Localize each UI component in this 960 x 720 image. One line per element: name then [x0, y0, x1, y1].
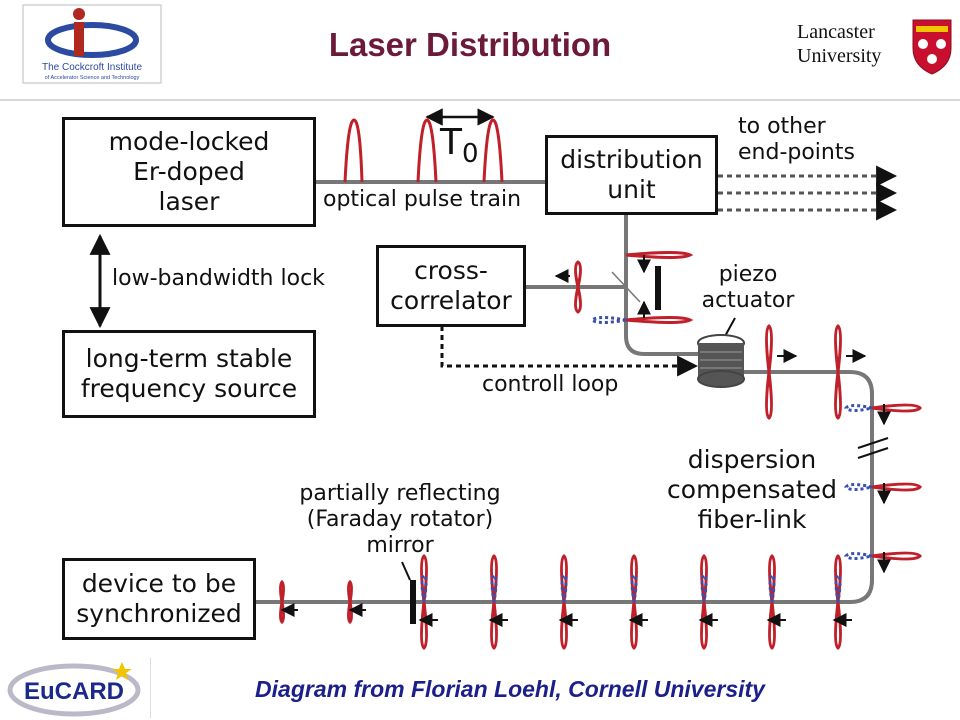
box-device-to-sync: device to be synchronized	[62, 558, 256, 640]
cockcroft-logo-dot	[73, 8, 85, 20]
box-mode-locked-laser: mode-locked Er-doped laser	[62, 117, 316, 227]
control-loop-label: controll loop	[482, 372, 619, 397]
slide-title: Laser Distribution	[328, 26, 612, 63]
eucard-logo: EuCARD	[7, 662, 141, 717]
fiber-break	[857, 447, 889, 459]
mirror-label: partially reflecting (Faraday rotator) m…	[299, 481, 501, 558]
lancaster-logo-line1: Lancaster	[797, 21, 875, 43]
train-pulse	[482, 118, 504, 183]
train-pulse	[416, 118, 438, 183]
mirror-pointer	[401, 561, 411, 581]
lancaster-logo-line2: University	[797, 45, 881, 67]
cockcroft-logo-bar	[74, 22, 84, 56]
lancaster-logo: Lancaster University	[797, 19, 952, 75]
low-bandwidth-lock-label: low-bandwidth lock	[112, 266, 325, 291]
cockcroft-logo-frame	[22, 4, 162, 84]
piezo-actuator-label: piezo actuator	[701, 262, 795, 313]
cockcroft-logo-name: The Cockcroft Institute	[42, 62, 142, 73]
lancaster-shield-icon	[912, 19, 952, 75]
pulse-train-label: optical pulse train	[323, 187, 522, 212]
cockcroft-logo-ring	[45, 22, 139, 58]
box-frequency-source: long-term stable frequency source	[62, 330, 316, 418]
box-distribution-unit: distribution unit	[545, 135, 718, 215]
eucard-logo-ring	[7, 663, 141, 717]
slide-caption: Diagram from Florian Loehl, Cornell Univ…	[255, 676, 765, 702]
cockcroft-logo-subtitle: of Accelerator Science and Technology	[45, 75, 140, 81]
control-loop-path	[440, 326, 699, 377]
eucard-star-icon	[112, 662, 132, 680]
other-endpoints-label: to other end-points	[738, 114, 855, 165]
beam-splitter	[611, 271, 641, 303]
footer-divider	[150, 658, 151, 718]
fiber-break	[857, 437, 889, 449]
bottom-pulses	[418, 554, 852, 650]
eucard-logo-text: EuCARD	[24, 678, 124, 705]
box-cross-correlator: cross- correlator	[376, 245, 526, 327]
period-label: T0	[440, 122, 479, 170]
title-divider	[0, 99, 960, 101]
cockcroft-logo: The Cockcroft Institute of Accelerator S…	[22, 4, 162, 84]
piezo-coil	[697, 370, 745, 388]
train-pulse	[343, 118, 364, 183]
fiber-link-label: dispersion compensated fiber-link	[667, 445, 837, 534]
